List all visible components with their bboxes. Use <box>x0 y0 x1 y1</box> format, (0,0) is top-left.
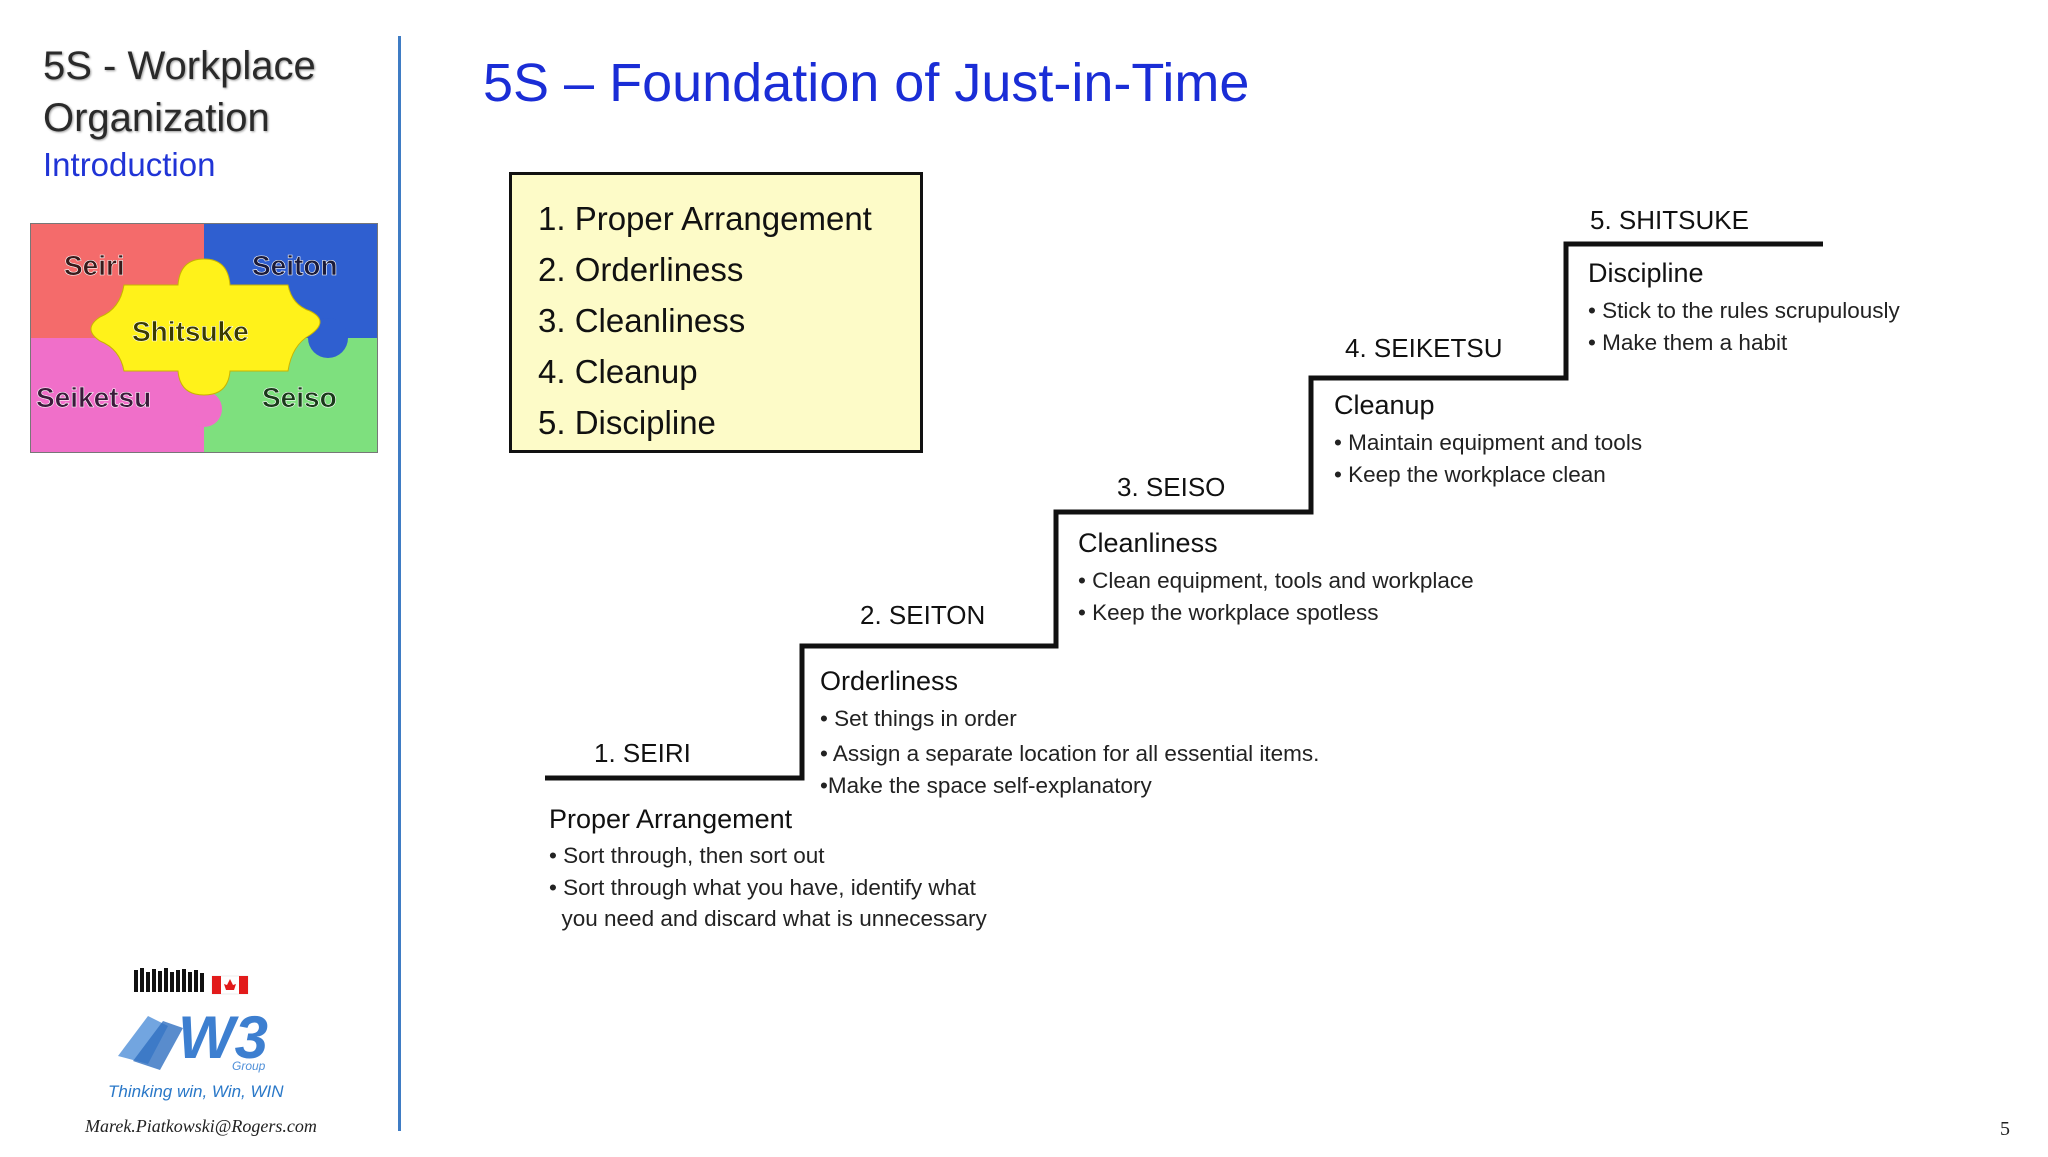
step-1-bullet: • Sort through, then sort out <box>549 843 825 868</box>
list-item: 3. Cleanliness <box>538 302 746 339</box>
page-number: 5 <box>2000 1118 2010 1140</box>
list-item: 1. Proper Arrangement <box>538 200 872 237</box>
step-1-bullet: you need and discard what is unnecessary <box>549 906 987 931</box>
puzzle-label-seiri: Seiri <box>64 250 125 281</box>
sidebar-subtitle: Introduction <box>43 146 216 183</box>
svg-text:W3: W3 <box>178 1004 268 1071</box>
puzzle-piece-shitsuke <box>90 258 321 396</box>
sidebar-title-line2: Organization <box>43 96 270 140</box>
puzzle-label-seiso: Seiso <box>262 382 337 413</box>
step-2-bullet: • Assign a separate location for all ess… <box>820 741 1320 766</box>
canada-flag-icon <box>211 975 249 995</box>
sidebar-title: 5S - Workplace Organization <box>43 40 373 144</box>
step-5-bullet: • Stick to the rules scrupulously <box>1588 298 1900 323</box>
step-1-label: 1. SEIRI <box>594 738 691 768</box>
5s-puzzle-image: Seiri Seiton Shitsuke Seiketsu Seiso <box>30 223 378 453</box>
step-4-bullet: • Maintain equipment and tools <box>1334 430 1643 455</box>
step-4-heading: Cleanup <box>1334 390 1435 420</box>
5s-list-box: 1. Proper Arrangement 2. Orderliness 3. … <box>509 172 923 453</box>
puzzle-label-seiton: Seiton <box>252 250 338 281</box>
w3-group-logo: W3 Group <box>118 968 268 1073</box>
step-5-bullet: • Make them a habit <box>1588 330 1788 355</box>
list-item: 5. Discipline <box>538 404 716 441</box>
puzzle-label-shitsuke: Shitsuke <box>132 316 249 347</box>
list-item: 2. Orderliness <box>538 251 744 288</box>
logo-tagline: Thinking win, Win, WIN <box>108 1082 284 1101</box>
step-3-bullet: • Clean equipment, tools and workplace <box>1078 568 1474 593</box>
page-title: 5S – Foundation of Just-in-Time <box>483 53 1250 113</box>
step-1-bullet: • Sort through what you have, identify w… <box>549 875 976 900</box>
step-2-bullet: •Make the space self-explanatory <box>820 773 1152 798</box>
step-5-label: 5. SHITSUKE <box>1590 205 1749 235</box>
svg-text:Group: Group <box>232 1059 266 1073</box>
step-4-label: 4. SEIKETSU <box>1345 333 1503 363</box>
list-item: 4. Cleanup <box>538 353 698 390</box>
step-3-heading: Cleanliness <box>1078 528 1218 558</box>
puzzle-label-seiketsu: Seiketsu <box>36 382 151 413</box>
step-4-bullet: • Keep the workplace clean <box>1334 462 1606 487</box>
contact-email: Marek.Piatkowski@Rogers.com <box>85 1116 317 1136</box>
step-3-label: 3. SEISO <box>1117 472 1226 502</box>
sidebar-title-line1: 5S - Workplace <box>43 44 316 88</box>
step-2-heading: Orderliness <box>820 666 959 696</box>
step-1-heading: Proper Arrangement <box>549 804 793 834</box>
step-3-bullet: • Keep the workplace spotless <box>1078 600 1379 625</box>
step-2-bullet: • Set things in order <box>820 706 1017 731</box>
vertical-divider <box>398 36 401 1131</box>
step-2-label: 2. SEITON <box>860 600 986 630</box>
step-5-heading: Discipline <box>1588 258 1704 288</box>
